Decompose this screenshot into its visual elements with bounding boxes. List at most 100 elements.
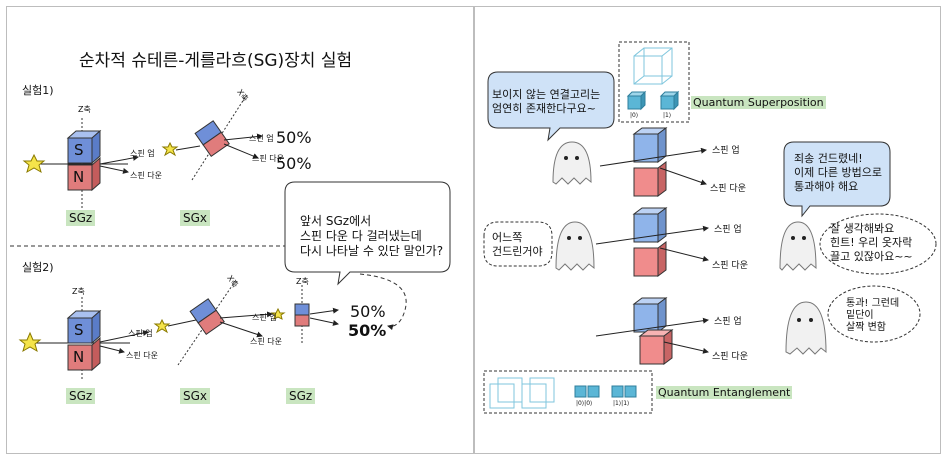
left-bubble-line-1: 앞서 SGz에서 [300, 214, 372, 228]
exp1-magnet-n [67, 156, 101, 192]
block1-spin-up: 스핀 업 [712, 146, 740, 156]
block1-up-arrow [599, 147, 707, 167]
bubble3-line-2: 건드린거야 [492, 245, 543, 258]
exp1-sgx-label: SGx [180, 210, 211, 226]
bubble5-line-1: 통과! 그런데 [846, 298, 900, 309]
ket-1: |1⟩ [663, 112, 672, 119]
block1-red-cube [633, 161, 667, 197]
exp2-sgx-spin-down: 스핀 다운 [250, 337, 282, 346]
bubble4-line-1: 잘 생각해봐요 [830, 222, 895, 235]
exp2-sgz-label: SGz [66, 388, 96, 404]
bubble4: 잘 생각해봐요 힌트! 우리 옷자락 끌고 있잖아요~~ [830, 222, 913, 264]
block2-down-arrow [659, 247, 709, 262]
exp2-source-star [18, 331, 42, 353]
bubble2-line-3: 통과해야 해요 [794, 180, 859, 193]
bubble5-line-2: 밑단이 [846, 310, 874, 321]
exp1-magnet-s-label: S [74, 141, 84, 159]
bubble1: 보이지 않는 연결고리는 엄연히 존재한다구요~ [492, 88, 600, 116]
bubble4-shape [819, 213, 937, 275]
exp1-sgz-label: SGz [66, 210, 96, 226]
exp2-down-arrow [99, 345, 125, 354]
exp2-magnet-s-label: S [74, 321, 84, 339]
bubble2-shape [783, 141, 891, 218]
block2-blue-cube [632, 207, 668, 243]
exp1-sgx-magnet [194, 120, 230, 158]
exp2-z-axis-label: Z축 [72, 287, 85, 296]
bubble5: 통과! 그런데 밑단이 살짝 변함 [846, 298, 899, 334]
exp2-sgz-down-arrow [309, 317, 339, 326]
exp1-spin-up: 스핀 업 [130, 149, 155, 158]
wire-cube-icon [633, 47, 673, 85]
bubble3: 어느쪽 건드린거야 [492, 231, 543, 259]
ghost-2 [555, 221, 595, 271]
small-cube-1 [659, 90, 680, 111]
exp2-sgx-magnet [189, 298, 225, 336]
block2-red-cube [633, 241, 667, 277]
small-cube-pair-00 [574, 385, 600, 398]
exp2-magnet-n-label: N [73, 348, 85, 366]
bubble3-line-1: 어느쪽 [492, 231, 523, 244]
bubble5-shape [827, 285, 921, 343]
exp2-pct-down: 50% [348, 321, 387, 340]
small-cube-pair-11 [611, 385, 637, 398]
wire-cube-pair-icon [489, 377, 555, 409]
bubble-pointer-dashed [359, 273, 407, 331]
bubble1-line-1: 보이지 않는 연결고리는 [492, 88, 601, 101]
bubble2-line-2: 이제 다른 방법으로 [794, 166, 882, 179]
exp1-up-arrow [99, 154, 139, 165]
exp2-magnet-s [66, 309, 102, 345]
exp2-sgx-down-arrow [219, 321, 263, 338]
bubble1-shape [487, 71, 615, 142]
superposition-box [618, 41, 690, 123]
ghost-3 [779, 221, 817, 271]
exp2-spin-up: 스핀 업 [128, 329, 153, 338]
superposition-label: Quantum Superposition [691, 96, 826, 109]
left-speech-bubble-shape [284, 181, 451, 286]
ket-00: |0⟩|0⟩ [576, 400, 593, 407]
block2-spin-up: 스핀 업 [714, 225, 742, 235]
ghost-4 [785, 301, 827, 355]
exp1-pct-up: 50% [276, 128, 312, 147]
exp2-star-2 [153, 318, 171, 334]
block3-up-arrow [595, 317, 709, 337]
exp1-beam-2 [175, 145, 201, 151]
bubble4-line-3: 끌고 있잖아요~~ [830, 250, 913, 263]
exp1-sgx-spin-up: 스핀 업 [249, 134, 274, 143]
exp1-sgx-down-arrow [223, 143, 259, 159]
exp2-label: 실험2) [22, 261, 54, 274]
block2-spin-down: 스핀 다운 [712, 261, 748, 271]
left-bubble-line-3: 다시 나타날 수 있단 말인가? [300, 244, 444, 258]
exp2-magnet-n [67, 336, 101, 372]
block1-spin-down: 스핀 다운 [710, 184, 746, 194]
exp1-magnet-s [66, 129, 102, 165]
left-bubble-line-2: 스핀 다운 다 걸러냈는데 [300, 229, 422, 243]
block2-up-arrow [595, 225, 709, 245]
exp2-beam-2 [167, 319, 197, 327]
bubble2-line-1: 죄송 건드렸네! [794, 152, 863, 165]
exp1-pct-down: 50% [276, 154, 312, 173]
small-cube-0 [626, 90, 647, 111]
exp2-up-arrow [99, 330, 149, 343]
left-speech-bubble: 앞서 SGz에서 스핀 다운 다 걸러냈는데 다시 나타날 수 있단 말인가? [300, 214, 443, 259]
exp2-sgz2-label: SGz [286, 388, 316, 404]
exp2-star-3 [270, 307, 286, 320]
exp1-source-star [22, 153, 46, 174]
exp1-sgx-spin-down: 스핀 다운 [252, 154, 284, 163]
exp1-spin-down: 스핀 다운 [130, 171, 162, 180]
exp1-down-arrow [99, 165, 129, 174]
exp2-sgz-magnet-small [294, 303, 310, 327]
block1-down-arrow [659, 167, 707, 186]
exp2-spin-down: 스핀 다운 [126, 351, 158, 360]
exp1-star-2 [161, 141, 179, 157]
exp2-sgx-label: SGx [180, 388, 211, 404]
bubble4-line-2: 힌트! 우리 옷자락 [830, 236, 913, 249]
exp2-pct-up: 50% [350, 302, 386, 321]
exp2-sgx-up-arrow [219, 311, 273, 319]
block3-red-cube [638, 329, 674, 365]
exp2-z-axis-label-small: Z축 [296, 277, 309, 286]
entanglement-label: Quantum Entanglement [656, 386, 793, 399]
bubble5-line-3: 살짝 변함 [846, 322, 886, 333]
block3-down-arrow [663, 341, 709, 354]
exp1-z-axis-label: Z축 [78, 105, 91, 114]
